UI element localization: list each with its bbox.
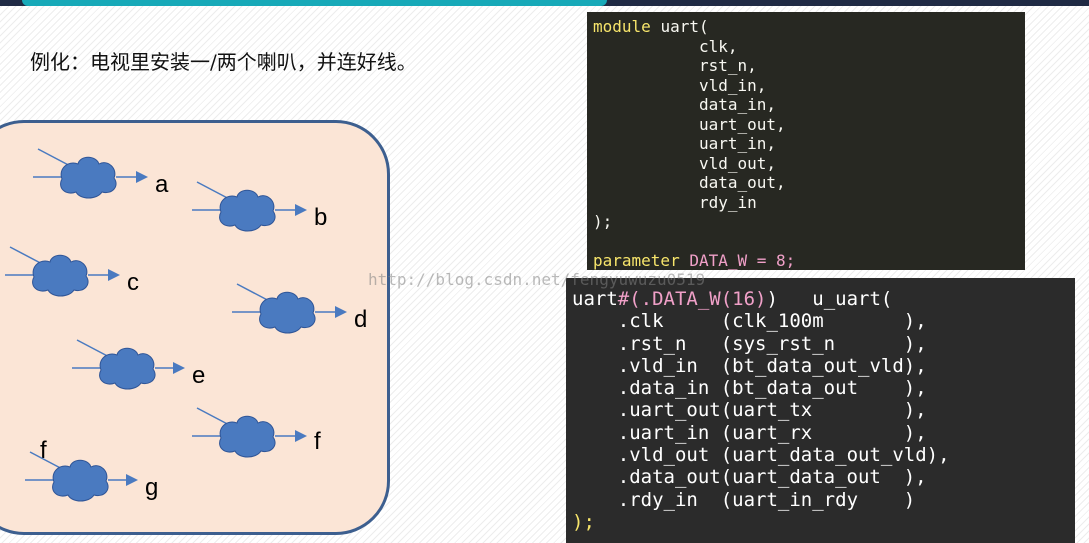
port-item: rdy_in	[698, 192, 757, 212]
keyword-module: module	[593, 17, 651, 36]
instance-name: u_uart(	[812, 288, 893, 310]
speaker-label: a	[155, 171, 169, 198]
connection-port: .rst_n	[617, 332, 687, 355]
connection-signal: (uart_data_out ),	[720, 466, 927, 489]
port-item: uart_in,	[698, 134, 777, 153]
parameter-declaration: DATA_W = 8;	[689, 251, 796, 270]
connection-signal: (sys_rst_n ),	[720, 332, 927, 355]
instance-close: );	[572, 510, 595, 533]
instance-paren: )	[766, 288, 778, 310]
port-item: data_out,	[698, 173, 786, 192]
connection-signal: (bt_data_out_vld),	[720, 354, 927, 377]
speaker-icon	[5, 246, 120, 297]
speaker-label: e	[192, 362, 205, 389]
speaker-icon	[72, 339, 185, 390]
instance-hash: #(	[617, 288, 641, 310]
connection-port: .vld_in	[617, 354, 698, 377]
connection-port: .uart_out	[617, 399, 721, 422]
connection-signal: (uart_tx ),	[720, 399, 927, 422]
speaker-label: d	[354, 306, 367, 333]
slide-heading: 例化：电视里安装一/两个喇叭，并连好线。	[30, 50, 417, 74]
speaker-label: b	[314, 204, 327, 231]
port-item: vld_out,	[698, 153, 777, 173]
speaker-icon	[232, 283, 347, 334]
connection-signal: (uart_data_out_vld),	[720, 444, 950, 467]
speaker-label: c	[127, 269, 139, 296]
speaker-icon	[192, 181, 307, 232]
port-item: clk,	[698, 36, 738, 56]
connection-signal: (uart_in_rdy )	[720, 488, 916, 511]
watermark-url: http://blog.csdn.net/fengyuwuzu0519	[368, 270, 706, 289]
connection-port: .rdy_in	[617, 488, 698, 511]
connection-signal: (uart_rx ),	[720, 421, 927, 444]
port-item: uart_out,	[698, 114, 786, 134]
speaker-label: f	[314, 428, 321, 455]
module-instantiation-code: uart#(.DATA_W(16)) u_uart( .clk (clk_100…	[566, 278, 1075, 543]
speaker-label: g	[145, 474, 158, 501]
instance-module: uart	[572, 288, 618, 310]
speaker-label: f	[40, 437, 47, 464]
port-item: data_in,	[698, 95, 777, 114]
speaker-icon	[25, 451, 138, 502]
port-item: vld_in,	[698, 75, 767, 95]
speaker-diagram: a b c d e f f g	[5, 148, 367, 502]
connection-port: .clk	[617, 310, 664, 333]
port-connections: .clk (clk_100m ), .rst_n (sys_rst_n ), .…	[572, 310, 950, 510]
connection-port: .uart_in	[617, 421, 710, 444]
keyword-parameter: parameter	[593, 251, 680, 270]
port-item: rst_n,	[698, 56, 757, 75]
speaker-icon	[192, 407, 307, 458]
connection-port: .vld_out	[617, 444, 710, 467]
port-list: clk, rst_n, vld_in, data_in, uart_out, u…	[593, 37, 786, 212]
module-definition-code: module uart( clk, rst_n, vld_in, data_in…	[587, 12, 1025, 270]
speaker-icon	[33, 148, 148, 199]
connection-signal: (bt_data_out ),	[720, 377, 927, 400]
title-accent-bar	[22, 0, 607, 6]
module-name: uart(	[660, 17, 709, 36]
connection-signal: (clk_100m ),	[720, 310, 927, 333]
module-close: );	[593, 212, 613, 231]
connection-port: .data_in	[617, 377, 710, 400]
connection-port: .data_out	[617, 466, 721, 489]
instance-parameter: .DATA_W(16)	[640, 288, 767, 310]
